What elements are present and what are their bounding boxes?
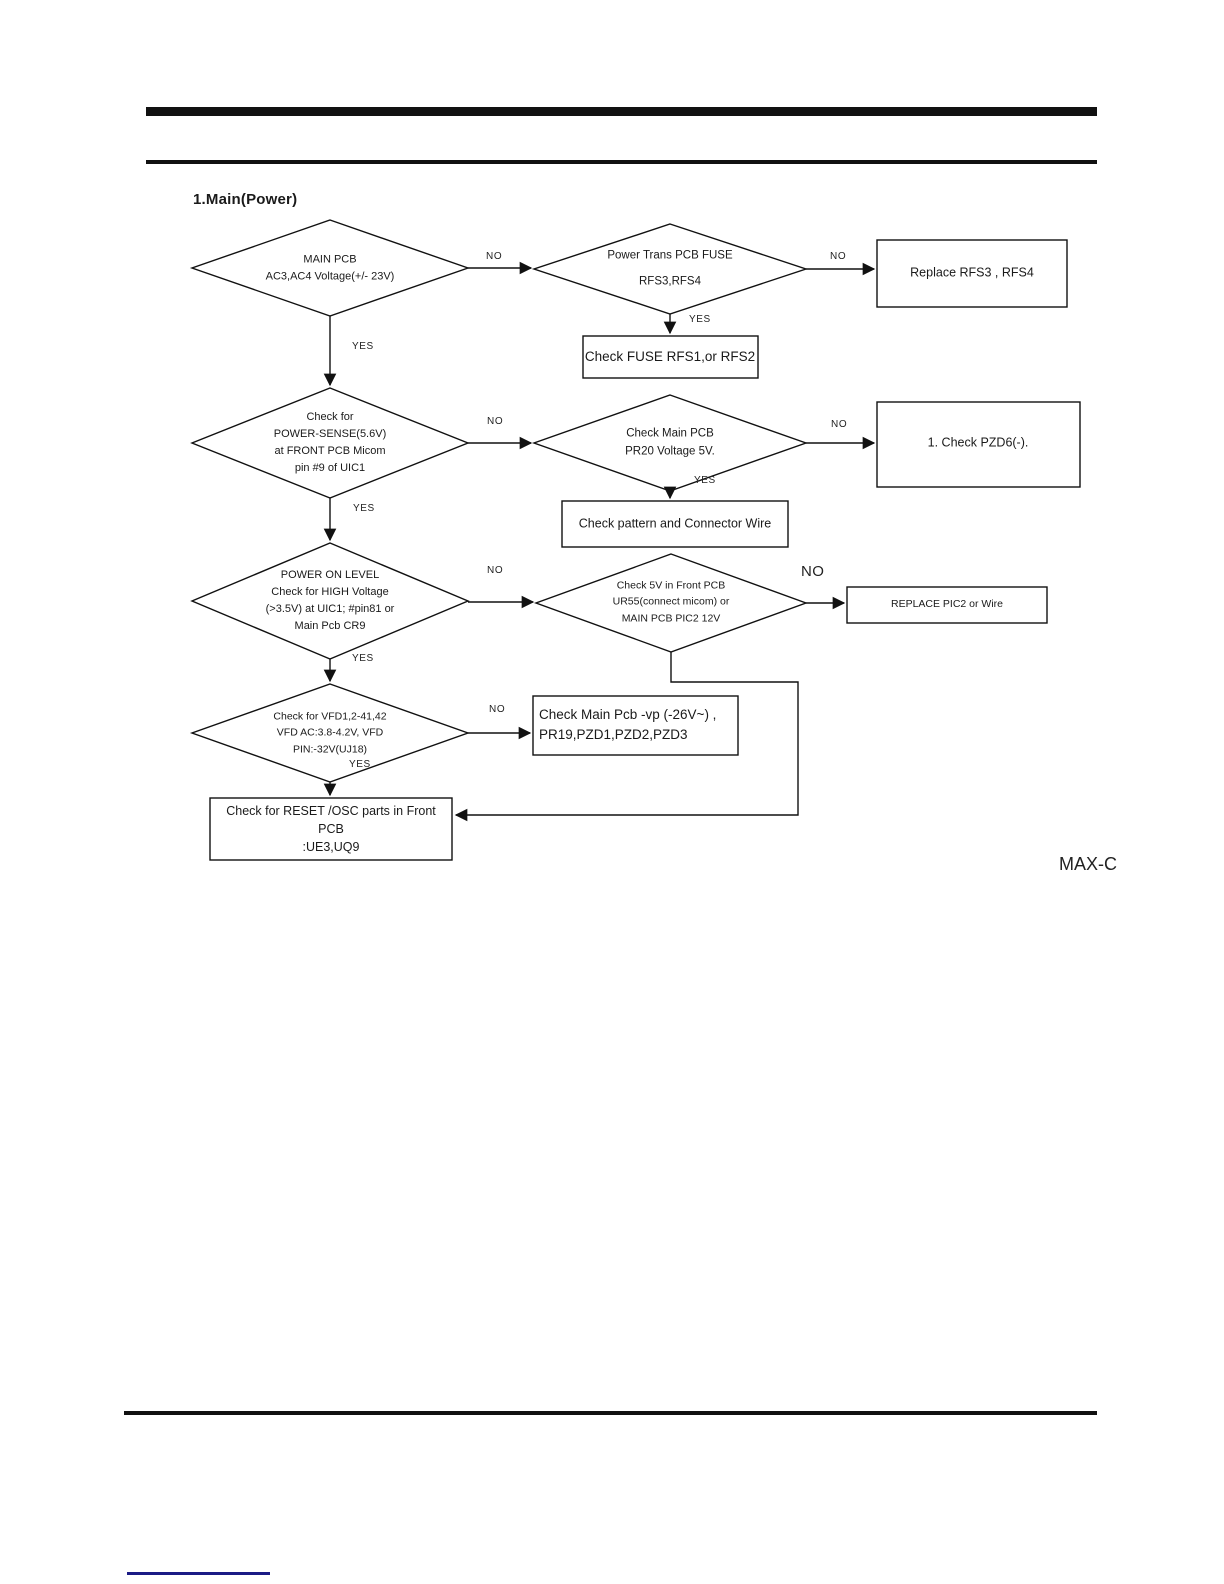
edge-label-no-poweron-to-5v: NO (487, 565, 504, 576)
page-title: 1.Main(Power) (193, 191, 298, 208)
edge-label-yes-poweron-down: YES (352, 653, 374, 664)
corner-text: MAX-C (1059, 854, 1117, 874)
process-replace-rfs (876, 239, 1068, 308)
edge-label-no-main-to-trans: NO (486, 251, 503, 262)
process-check-pzd6 (876, 401, 1081, 488)
process-check-fuse-label: Check FUSE RFS1,or RFS2 (584, 348, 756, 364)
top-rule-thick (146, 107, 1097, 116)
decision-power-trans-fuse-label: Power Trans PCB FUSE RFS3,RFS4 (607, 249, 733, 288)
process-vp-check-label: Check Main Pcb -vp (-26V~) , PR19,PZD1,P… (539, 706, 717, 742)
process-reset-osc (209, 797, 453, 861)
edge-label-yes-vfd-down: YES (349, 759, 371, 770)
edge-5v-down-to-reset (454, 652, 799, 822)
edge-label-yes-sense-down: YES (353, 503, 375, 514)
process-reset-osc-label: Check for RESET /OSC parts in Front PCB … (226, 803, 436, 855)
process-replace-pic2-label: REPLACE PIC2 or Wire (890, 598, 1004, 611)
edge-label-no-trans-to-replace: NO (830, 251, 847, 262)
process-check-fuse (582, 335, 759, 379)
process-vp-check (532, 695, 739, 756)
decision-power-sense-label: Check for POWER-SENSE(5.6V) at FRONT PCB… (273, 410, 387, 475)
edge-label-no-5v-to-pic2: NO (801, 563, 825, 580)
process-check-pzd6-label: 1. Check PZD6(-). (927, 435, 1029, 450)
edge-label-no-vfd-to-vp: NO (489, 704, 506, 715)
decision-pr20-voltage-label: Check Main PCB PR20 Voltage 5V. (625, 427, 715, 458)
edge-label-yes-main-down: YES (352, 341, 374, 352)
top-rule-thin (146, 160, 1097, 164)
process-pattern-wire (561, 500, 789, 548)
bottom-rule (124, 1411, 1097, 1415)
decision-5v-front-pcb-label: Check 5V in Front PCB UR55(connect micom… (612, 579, 730, 625)
decision-main-pcb-voltage-label: MAIN PCB AC3,AC4 Voltage(+/- 23V) (265, 253, 395, 283)
process-pattern-wire-label: Check pattern and Connector Wire (578, 516, 772, 531)
decision-vfd-check-label: Check for VFD1,2-41,42 VFD AC:3.8-4.2V, … (273, 710, 387, 756)
process-replace-rfs-label: Replace RFS3 , RFS4 (910, 265, 1034, 280)
edge-label-no-sense-to-pr20: NO (487, 416, 504, 427)
edge-label-yes-trans-down: YES (689, 314, 711, 325)
process-replace-pic2 (846, 586, 1048, 624)
edge-label-no-pr20-to-pzd6: NO (831, 419, 848, 430)
edge-label-yes-pr20-down: YES (694, 475, 716, 486)
decision-power-on-level-label: POWER ON LEVEL Check for HIGH Voltage (>… (265, 568, 395, 633)
footer-link-underline[interactable] (127, 1572, 270, 1575)
